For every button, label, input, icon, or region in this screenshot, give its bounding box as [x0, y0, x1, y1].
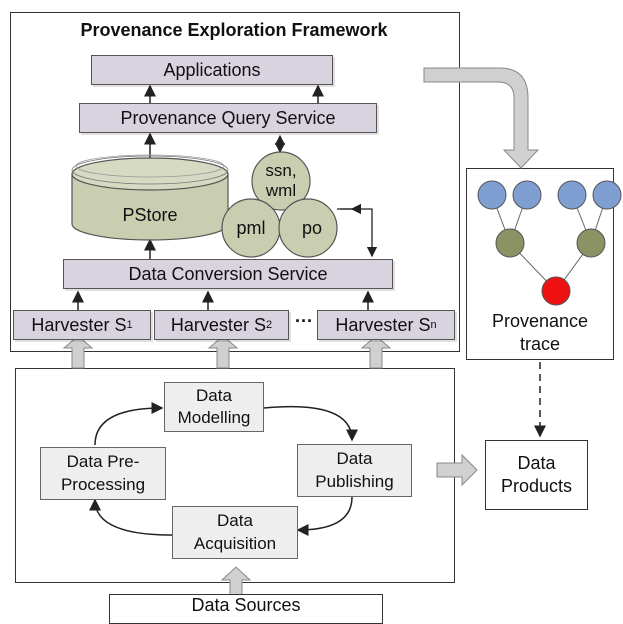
- trace-node-leaf-1: [512, 180, 542, 210]
- trace-node-leaf-3: [592, 180, 622, 210]
- harvester-n-sub: n: [430, 319, 437, 331]
- cycle-preprocessing-to-modelling: [94, 402, 164, 446]
- pstore-cylinder: [71, 154, 229, 241]
- data-sources-label: Data Sources: [191, 595, 301, 615]
- data-preprocessing-box: Data Pre- Processing: [40, 447, 166, 500]
- trace-node-root-6: [541, 276, 571, 306]
- cycle-publishing-to-acquisition: [296, 496, 353, 536]
- harvester-2-sub: 2: [265, 319, 273, 331]
- ontology-po-label: po: [301, 217, 323, 238]
- trace-node-mid-4: [495, 228, 525, 258]
- harvester-1-label: Harvester S: [31, 314, 127, 335]
- hollow-arrow-to-products: [436, 453, 478, 487]
- data-acquisition-box: Data Acquisition: [172, 506, 298, 559]
- ontology-circles: [221, 151, 338, 258]
- applications-box: Applications: [91, 55, 333, 85]
- harvester-2-label: Harvester S: [170, 314, 266, 335]
- conversion-service-box: Data Conversion Service: [63, 259, 393, 289]
- harvester-1-sub: 1: [126, 319, 133, 331]
- harvester-n-label: Harvester S: [335, 314, 431, 335]
- query-service-box: Provenance Query Service: [79, 103, 377, 133]
- cycle-modelling-to-publishing: [263, 405, 358, 442]
- trace-node-leaf-2: [557, 180, 587, 210]
- ontology-pml-label: pml: [236, 217, 266, 238]
- harvester-ellipsis: ···: [295, 311, 313, 331]
- hollow-up-arrows: [62, 335, 392, 598]
- hollow-arrow-to-trace: [423, 67, 540, 169]
- trace-tree-nodes: [477, 180, 622, 306]
- provenance-trace-label: Provenance trace: [491, 310, 589, 354]
- trace-node-leaf-0: [477, 180, 507, 210]
- data-products-box: Data Products: [485, 440, 588, 510]
- pstore-label: PStore: [122, 204, 178, 225]
- cycle-acquisition-to-preprocessing: [89, 498, 173, 536]
- framework-title: Provenance Exploration Framework: [80, 20, 388, 40]
- data-publishing-box: Data Publishing: [297, 444, 412, 497]
- arrow-ontology-conversion: [337, 208, 378, 258]
- data-modelling-box: Data Modelling: [164, 382, 264, 432]
- ontology-ssn-wml-label: ssn, wml: [265, 161, 297, 200]
- trace-node-mid-5: [576, 228, 606, 258]
